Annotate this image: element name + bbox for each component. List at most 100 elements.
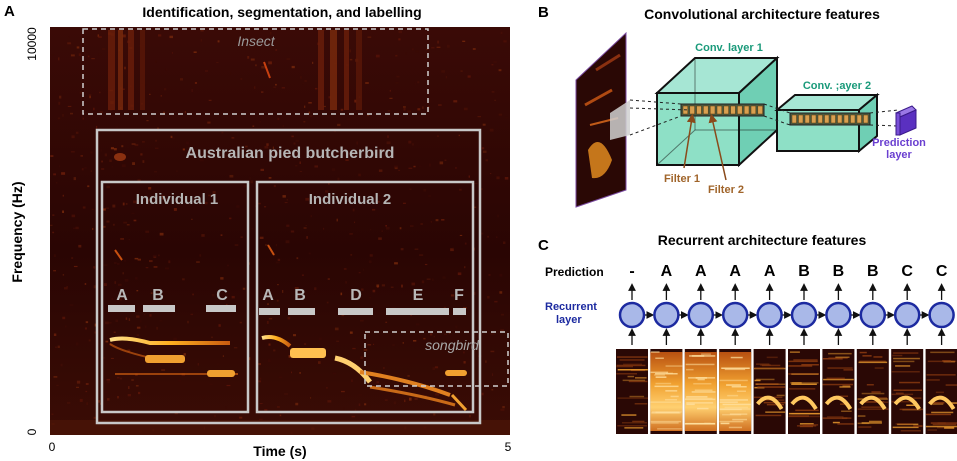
conv-layer-2-label: Conv. ;ayer 2 xyxy=(803,80,871,92)
filter-cell xyxy=(709,105,716,115)
prediction-label: A xyxy=(729,263,741,280)
filter-cell xyxy=(804,114,810,124)
filter-2-label: Filter 2 xyxy=(708,184,744,196)
filter-cell xyxy=(811,114,817,124)
prediction-layer-label-line1: Prediction xyxy=(872,137,926,149)
rnn-node xyxy=(859,301,887,329)
recurrent-label-line2: layer xyxy=(556,314,582,326)
conv-connectors xyxy=(629,99,899,136)
rnn-node xyxy=(618,301,646,329)
syllable-label: A xyxy=(262,287,274,304)
frame-thumbnail xyxy=(684,349,717,434)
species-box xyxy=(95,128,482,425)
filter-1-label: Filter 1 xyxy=(664,173,700,185)
panel-b-title: Convolutional architecture features xyxy=(644,6,880,22)
input-spectrogram xyxy=(575,31,630,208)
syllable-bar xyxy=(288,308,315,315)
prediction-label: A xyxy=(764,263,776,280)
syllable-bar xyxy=(108,305,135,312)
syllable-bar xyxy=(386,308,449,315)
syllable-bar xyxy=(338,308,373,315)
filter-2-cells xyxy=(791,114,869,124)
syllables-individual-2: A B D E F xyxy=(259,287,466,315)
filter-cell xyxy=(750,105,757,115)
species-label: Australian pied butcherbird xyxy=(186,145,395,162)
prediction-label: C xyxy=(901,263,913,280)
rnn-node xyxy=(653,301,680,329)
syllable-label: A xyxy=(116,287,128,304)
filter-cell xyxy=(856,114,862,124)
prediction-label: A xyxy=(695,263,707,280)
panel-a-letter: A xyxy=(4,3,15,20)
syllable-bar xyxy=(453,308,466,315)
filter-cell xyxy=(743,105,750,115)
filter-cell xyxy=(817,114,823,124)
frame-thumbnail xyxy=(856,349,889,434)
filter-cell xyxy=(830,114,836,124)
y-axis-label: Frequency (Hz) xyxy=(9,181,25,282)
filter-strip-1 xyxy=(680,103,765,117)
prediction-layer-block xyxy=(895,105,917,136)
y-tick-0: 0 xyxy=(25,428,39,435)
songbird-label: songbird xyxy=(425,337,480,353)
individual-2-box xyxy=(255,180,475,414)
frame-thumbnail xyxy=(719,349,752,434)
x-tick-5: 5 xyxy=(505,440,512,454)
y-tick-10000: 10000 xyxy=(25,27,39,61)
syllable-bar xyxy=(259,308,280,315)
filter-cell xyxy=(696,105,702,115)
rnn-node xyxy=(756,301,783,329)
frame-thumbnail xyxy=(822,349,855,434)
filter-cell xyxy=(689,105,695,115)
filter-cell xyxy=(791,114,797,124)
syllable-label: D xyxy=(350,287,362,304)
filter-cell xyxy=(843,114,849,124)
x-axis-label: Time (s) xyxy=(253,443,306,459)
filter-cell xyxy=(757,105,763,115)
insect-box xyxy=(82,28,429,115)
x-tick-0: 0 xyxy=(49,440,56,454)
panel-b-letter: B xyxy=(538,4,549,21)
filter-cell xyxy=(716,105,723,115)
rnn-node xyxy=(893,301,921,329)
prediction-label: C xyxy=(936,263,948,280)
panel-c-letter: C xyxy=(538,237,549,254)
syllable-bar xyxy=(206,305,236,312)
syllable-label: E xyxy=(413,287,424,304)
individual-2-label: Individual 2 xyxy=(309,191,392,208)
prediction-label: B xyxy=(798,263,810,280)
filter-cell xyxy=(850,114,856,124)
filter-cell xyxy=(824,114,830,124)
recurrent-label-line1: Recurrent xyxy=(545,301,597,313)
filter-1-arrow xyxy=(683,113,696,169)
spectrogram xyxy=(50,27,510,435)
prediction-label: B xyxy=(867,263,879,280)
prediction-label: B xyxy=(833,263,845,280)
insect-label: Insect xyxy=(237,33,275,49)
rnn-node xyxy=(928,301,955,329)
filter-cell xyxy=(723,105,729,115)
filter-cell xyxy=(798,114,804,124)
panel-c-title: Recurrent architecture features xyxy=(658,232,867,248)
frame-thumbnail xyxy=(891,349,924,434)
filter-cell xyxy=(737,105,743,115)
syllable-label: C xyxy=(216,287,228,304)
rnn-node xyxy=(825,301,852,329)
rnn-node xyxy=(687,301,715,329)
individual-1-label: Individual 1 xyxy=(136,191,219,208)
filter-cell xyxy=(837,114,843,124)
frame-thumbnail xyxy=(616,349,648,434)
prediction-layer-label-line2: layer xyxy=(886,149,912,161)
frame-thumbnail xyxy=(650,349,683,434)
conv-layer-1-label: Conv. layer 1 xyxy=(695,42,763,54)
prediction-label: A xyxy=(661,263,673,280)
frame-thumbnail xyxy=(788,349,820,434)
syllable-label: F xyxy=(454,287,464,304)
rnn-node xyxy=(721,301,749,329)
prediction-row-label: Prediction xyxy=(545,265,604,279)
syllables-individual-1: A B C xyxy=(108,287,236,312)
conv-layer-2-cube xyxy=(774,92,880,154)
conv-layer-1-cube xyxy=(654,55,780,168)
